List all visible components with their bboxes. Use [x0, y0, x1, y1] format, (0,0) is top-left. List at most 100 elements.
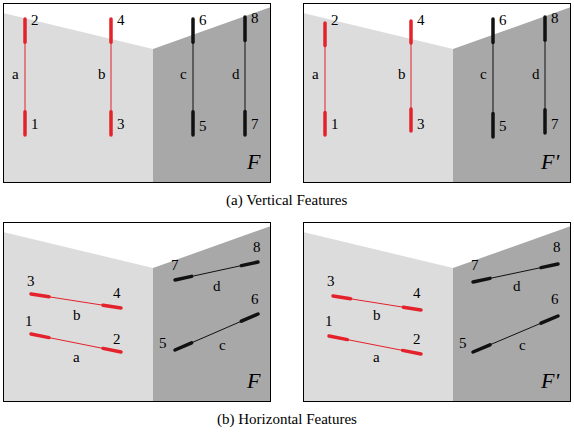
right-plane — [453, 7, 571, 183]
callout-number: 4 — [117, 13, 125, 28]
right-plane — [153, 7, 271, 183]
callout-number: 6 — [499, 13, 507, 28]
callout-number: 5 — [459, 336, 467, 351]
callout-number: 5 — [499, 119, 507, 134]
line-label: a — [373, 350, 380, 365]
callout-number: 8 — [251, 11, 259, 26]
left-plane — [3, 13, 153, 183]
callout-number: 1 — [331, 117, 339, 132]
callout-number: 4 — [113, 286, 121, 301]
feature-line — [473, 316, 558, 352]
panel-label: F' — [541, 151, 559, 173]
callout-number: 8 — [253, 240, 261, 255]
feature-line — [193, 19, 194, 135]
callout-number: 3 — [417, 117, 425, 132]
line-label: b — [73, 308, 81, 323]
callout-number: 4 — [413, 286, 421, 301]
feature-line — [175, 262, 258, 280]
line-label: d — [532, 67, 540, 82]
feature-segment — [323, 23, 327, 45]
callout-number: 3 — [327, 274, 335, 289]
feature-segment — [403, 307, 421, 310]
feature-line — [545, 17, 546, 133]
feature-panel — [3, 223, 271, 403]
callout-number: 2 — [31, 13, 39, 28]
panel-frame — [304, 4, 571, 183]
callout-number: 6 — [251, 292, 259, 307]
line-label: d — [513, 279, 521, 294]
callout-number: 2 — [113, 332, 121, 347]
panel-label: F — [247, 151, 260, 173]
feature-segment — [23, 112, 27, 135]
callout-number: 3 — [117, 117, 125, 132]
feature-segment — [409, 109, 413, 131]
left-plane — [303, 13, 453, 183]
right-plane — [453, 226, 571, 402]
feature-panel — [303, 4, 571, 184]
feature-segment — [491, 113, 495, 137]
feature-segment — [191, 112, 195, 135]
callout-number: 7 — [251, 117, 259, 132]
feature-segment — [103, 348, 121, 352]
callout-number: 8 — [551, 11, 559, 26]
line-label: d — [232, 67, 240, 82]
feature-segment — [31, 294, 49, 297]
feature-segment — [543, 17, 547, 40]
feature-segment — [403, 350, 421, 354]
panel-frame — [304, 223, 571, 402]
feature-segment — [543, 110, 547, 133]
callout-number: 2 — [413, 332, 421, 347]
callout-number: 8 — [553, 240, 561, 255]
callout-number: 1 — [25, 314, 33, 329]
feature-segment — [541, 316, 558, 323]
callout-number: 5 — [199, 119, 207, 134]
feature-panel — [303, 223, 571, 403]
feature-line — [411, 21, 412, 131]
line-label: c — [519, 338, 526, 353]
subfigure-caption: (b) Horizontal Features — [217, 412, 357, 427]
feature-segment — [409, 21, 413, 43]
feature-segment — [175, 276, 192, 280]
feature-segment — [31, 334, 49, 338]
panel-frame — [4, 4, 271, 183]
callout-number: 6 — [551, 292, 559, 307]
feature-segment — [473, 345, 490, 352]
feature-segment — [241, 262, 258, 266]
right-plane — [153, 226, 271, 402]
subfigure-caption: (a) Vertical Features — [226, 193, 347, 208]
feature-segment — [191, 19, 195, 42]
feature-segment — [241, 314, 258, 321]
feature-line — [25, 19, 26, 135]
feature-line — [493, 19, 494, 137]
feature-segment — [109, 112, 113, 135]
callout-number: 6 — [199, 13, 207, 28]
line-label: b — [98, 67, 106, 82]
panel-label: F — [247, 370, 260, 392]
feature-segment — [323, 113, 327, 135]
feature-segment — [243, 17, 247, 41]
feature-segment — [103, 305, 121, 308]
callout-number: 2 — [331, 13, 339, 28]
feature-segment — [329, 336, 347, 340]
feature-segment — [473, 278, 490, 282]
feature-line — [111, 19, 112, 135]
feature-segment — [109, 19, 113, 42]
feature-segment — [23, 19, 27, 42]
panel-label: F' — [541, 370, 559, 392]
line-label: a — [312, 67, 319, 82]
feature-panel — [3, 4, 271, 184]
callout-number: 7 — [551, 117, 559, 132]
feature-segment — [333, 296, 351, 299]
feature-segment — [243, 111, 247, 135]
line-label: d — [213, 279, 221, 294]
line-label: c — [180, 67, 187, 82]
feature-segment — [491, 19, 495, 43]
callout-number: 1 — [325, 314, 333, 329]
callout-number: 4 — [417, 13, 425, 28]
line-label: a — [12, 67, 19, 82]
line-label: c — [219, 338, 226, 353]
callout-number: 7 — [471, 258, 479, 273]
feature-line — [175, 314, 258, 350]
feature-segment — [541, 264, 558, 268]
